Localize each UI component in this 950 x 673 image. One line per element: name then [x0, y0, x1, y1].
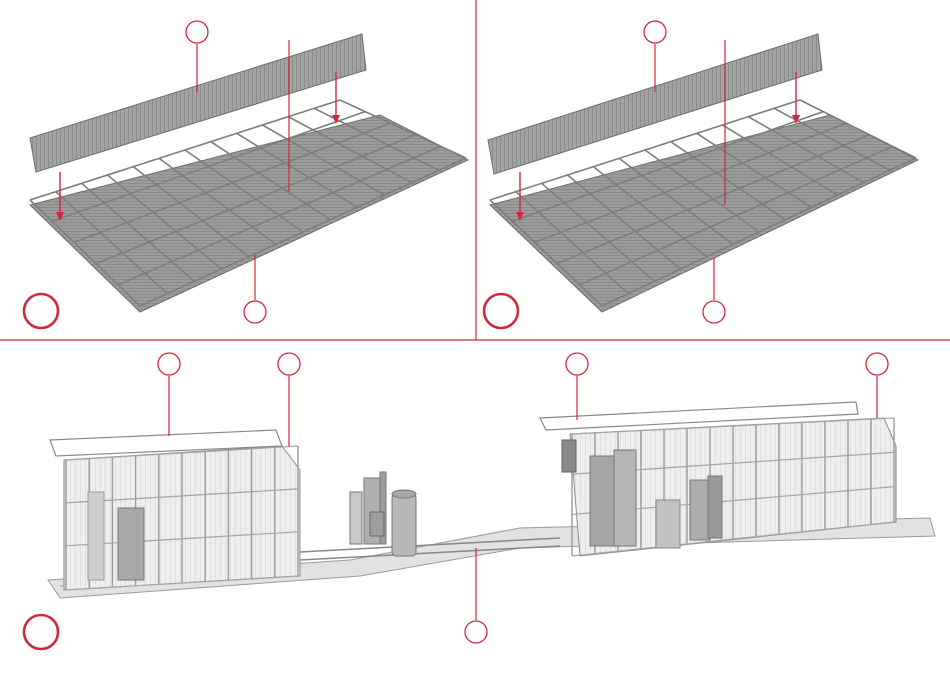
- step-number-circle: [484, 294, 518, 328]
- callout-circle: [244, 301, 266, 323]
- step-top-right: [484, 21, 918, 328]
- step-number-circle: [24, 294, 58, 328]
- callout-circle: [158, 353, 180, 375]
- step-number-circle: [24, 615, 58, 649]
- callout-circle: [644, 21, 666, 43]
- callout-circle: [703, 301, 725, 323]
- step-top-left: [24, 21, 468, 328]
- callout-circle: [866, 353, 888, 375]
- water-tank: [708, 476, 722, 538]
- greenhouse-enclosure-left: [50, 430, 300, 590]
- water-tank: [590, 456, 614, 546]
- door: [88, 492, 104, 580]
- equipment-box: [656, 500, 680, 548]
- callout-circle: [278, 353, 300, 375]
- water-tank: [118, 508, 144, 580]
- water-tower: [350, 472, 416, 556]
- water-tank: [690, 480, 710, 540]
- door: [562, 440, 576, 472]
- callout-circle: [186, 21, 208, 43]
- callout-circle: [465, 621, 487, 643]
- water-tank: [614, 450, 636, 546]
- step-bottom: [24, 353, 935, 649]
- callout-circle: [566, 353, 588, 375]
